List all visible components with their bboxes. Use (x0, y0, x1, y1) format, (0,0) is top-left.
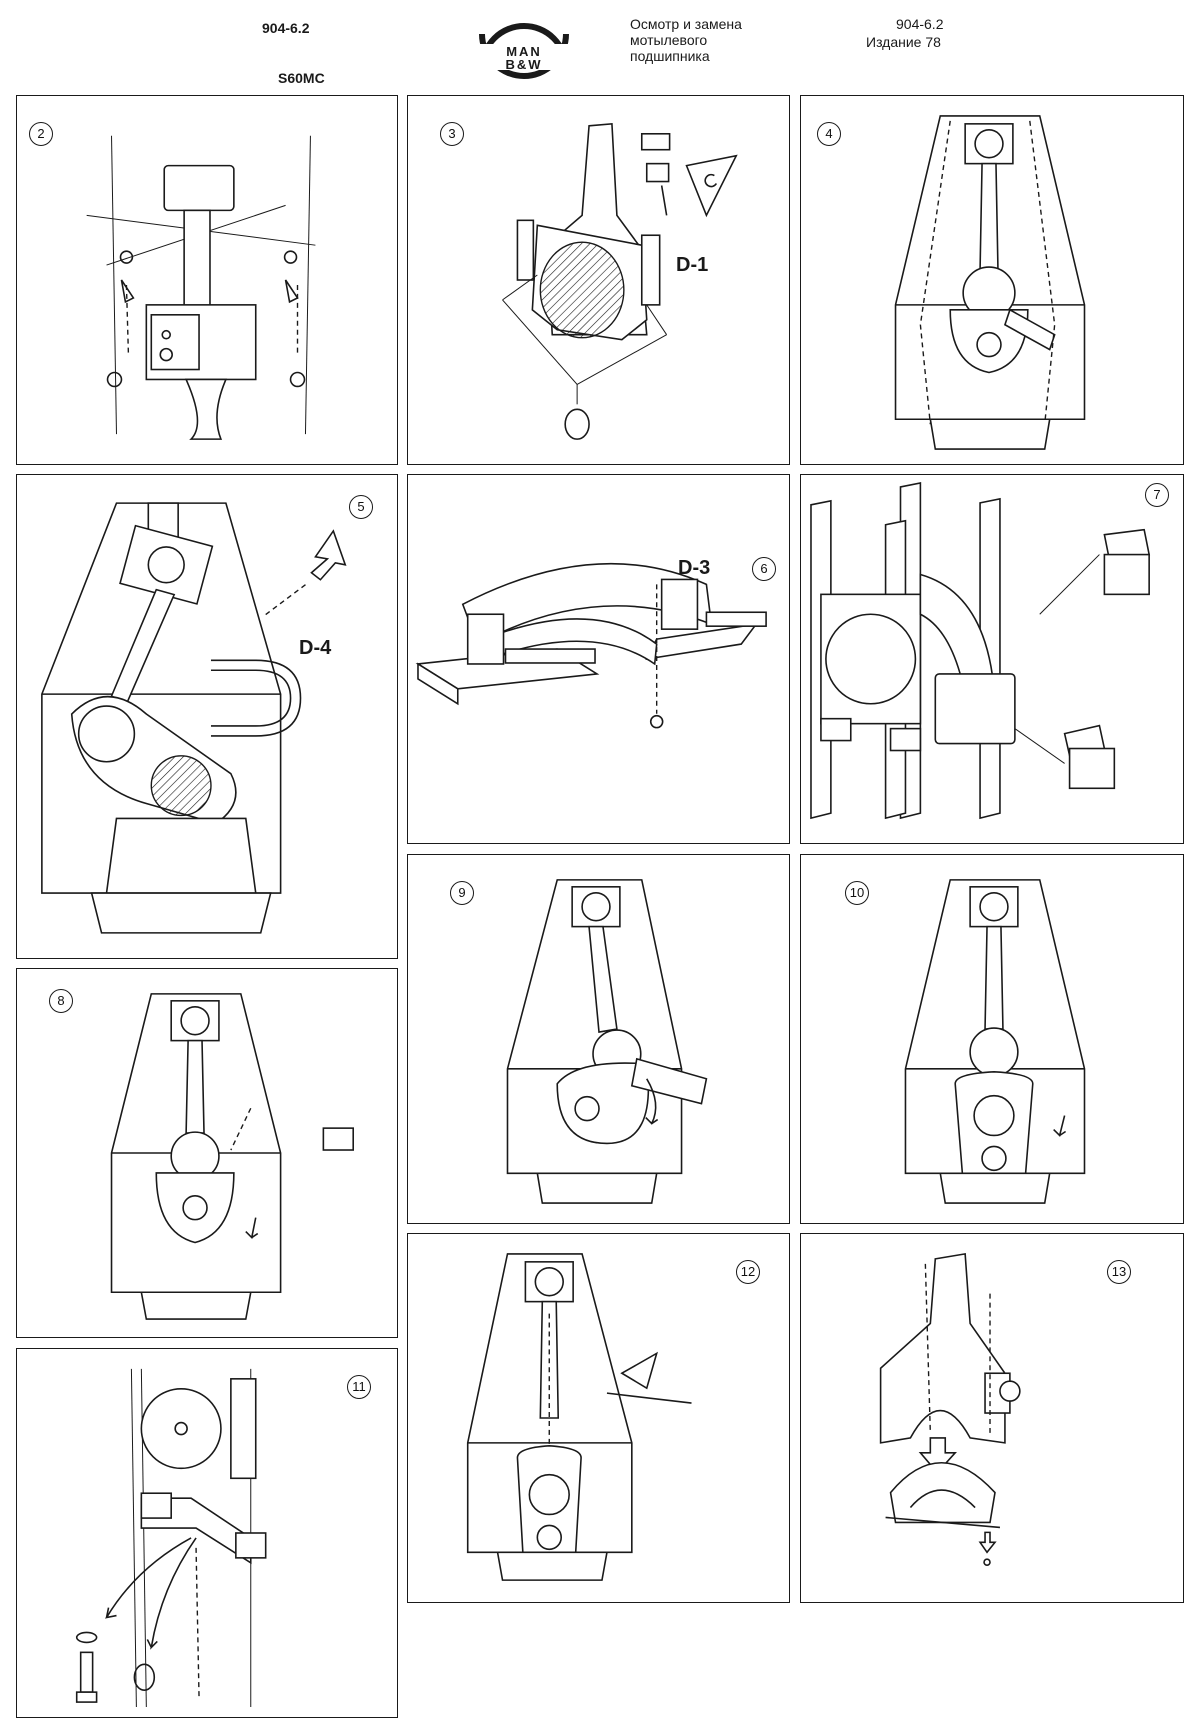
step-panel-4: 4 (800, 95, 1184, 465)
engine-model: S60MC (278, 70, 325, 86)
doc-number-left: 904-6.2 (262, 20, 310, 36)
step-panel-6: 6 D-3 (407, 474, 790, 844)
step-number-6: 6 (752, 557, 776, 581)
step-number-11: 11 (347, 1375, 371, 1399)
step-panel-8: 8 (16, 968, 398, 1338)
step-panel-3: 3 D-1 (407, 95, 790, 465)
step-panel-5: 5 D-4 (16, 474, 398, 959)
edition-label: Издание 78 (866, 34, 941, 50)
step-number-5: 5 (349, 495, 373, 519)
step-number-8: 8 (49, 989, 73, 1013)
step-panel-7: 7 (800, 474, 1184, 844)
svg-text:MAN: MAN (506, 44, 542, 59)
illustration-engine-frame-10 (904, 879, 1086, 1204)
illustration-lifting-crosshead (86, 135, 316, 440)
step-panel-2: 2 (16, 95, 398, 465)
illustration-removing-lower-shell (879, 1252, 1021, 1566)
illustration-engine-frame-5 (41, 502, 347, 934)
step-number-13: 13 (1107, 1260, 1131, 1284)
illustration-turning-crank (506, 879, 708, 1204)
doc-number-right: 904-6.2 (896, 16, 944, 32)
document-title: Осмотр и замена мотылевого подшипника (630, 16, 742, 64)
step-panel-13: 13 (800, 1233, 1184, 1603)
step-number-12: 12 (736, 1260, 760, 1284)
illustration-crank-pin-bolts (75, 1368, 267, 1708)
title-line-1: Осмотр и замена (630, 16, 742, 32)
callout-d4: D-4 (299, 637, 332, 659)
step-number-7: 7 (1145, 483, 1169, 507)
step-panel-9: 9 (407, 854, 790, 1224)
svg-text:B&W: B&W (505, 57, 542, 72)
step-number-4: 4 (817, 122, 841, 146)
step-panel-11: 11 (16, 1348, 398, 1718)
illustration-guide-shoes (810, 481, 1151, 820)
title-line-3: подшипника (630, 48, 710, 64)
step-number-9: 9 (450, 881, 474, 905)
illustration-engine-frame-8 (110, 993, 355, 1320)
illustration-bearing-shell (415, 562, 767, 729)
man-bw-logo: MAN B&W (476, 23, 572, 79)
callout-d3: D-3 (678, 557, 711, 579)
step-number-3: 3 (440, 122, 464, 146)
step-panel-12: 12 (407, 1233, 790, 1603)
step-number-2: 2 (29, 122, 53, 146)
callout-d1: D-1 (676, 254, 709, 276)
step-panel-10: 10 (800, 854, 1184, 1224)
step-number-10: 10 (845, 881, 869, 905)
title-line-2: мотылевого (630, 32, 708, 48)
illustration-engine-frame-12 (466, 1253, 692, 1581)
illustration-engine-frame-4 (894, 115, 1086, 450)
illustration-bearing-cap-tool (502, 122, 738, 440)
